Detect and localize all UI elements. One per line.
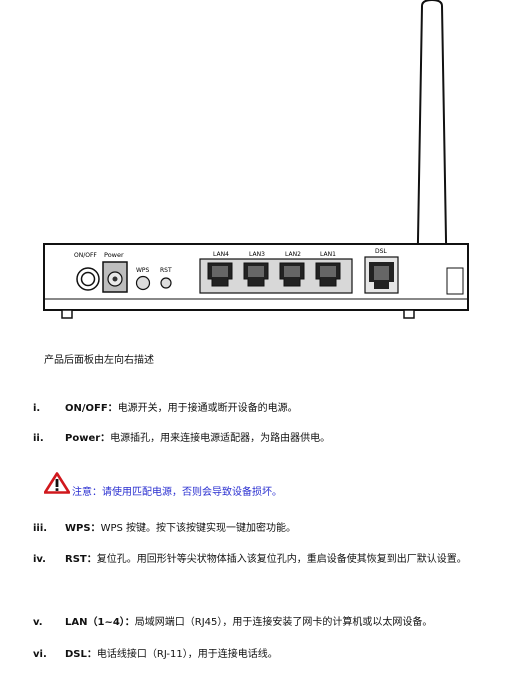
router-rear-panel-diagram: ON/OFF Power WPS RST LAN4 LAN3 LAN2 LAN1… (43, 0, 469, 319)
lan4-label: LAN4 (213, 251, 229, 258)
wps-button[interactable] (135, 275, 151, 291)
item-description: 局域网端口（RJ45），用于连接安装了网卡的计算机或以太网设备。 (134, 617, 433, 628)
rst-label: RST (160, 267, 172, 274)
wps-label: WPS (136, 267, 150, 274)
warning-text: 注意：请使用匹配电源，否则会导致设备损坏。 (72, 487, 282, 498)
on-off-label: ON/OFF (74, 252, 97, 259)
item-number: iii. (33, 523, 48, 534)
dsl-label: DSL (375, 248, 387, 255)
warning-triangle-icon (44, 472, 70, 494)
warning-note: 注意：请使用匹配电源，否则会导致设备损坏。 (44, 472, 464, 498)
power-jack[interactable] (102, 261, 128, 293)
lan3-label: LAN3 (249, 251, 265, 258)
item-term: LAN（1~4）： (65, 617, 135, 628)
power-label: Power (104, 251, 124, 259)
item-description: 电源插孔，用来连接电源适配器，为路由器供电。 (110, 433, 331, 444)
item-number: vi. (33, 649, 47, 660)
item-term: Power： (65, 433, 111, 444)
lan3-port[interactable] (243, 262, 269, 287)
item-number: iv. (33, 554, 46, 565)
item-description: 电源开关，用于接通或断开设备的电源。 (117, 403, 298, 414)
item-term: WPS： (65, 523, 101, 534)
item-term: DSL： (65, 649, 97, 660)
dsl-port[interactable] (364, 256, 399, 294)
item-term: ON/OFF： (65, 403, 118, 414)
lan1-port[interactable] (315, 262, 341, 287)
antenna (415, 0, 449, 299)
lan2-port[interactable] (279, 262, 305, 287)
item-number: ii. (33, 433, 44, 444)
item-description: 复位孔。用回形针等尖状物体插入该复位孔内，重启设备使其恢复到出厂默认设置。 (96, 554, 467, 565)
item-description: WPS 按键。按下该按键实现一键加密功能。 (100, 523, 297, 534)
panel-caption: 产品后面板由左向右描述 (44, 355, 154, 366)
item-term: RST： (65, 554, 97, 565)
item-number: v. (33, 617, 43, 628)
lan4-port[interactable] (207, 262, 233, 287)
item-number: i. (33, 403, 41, 414)
rst-hole[interactable] (160, 277, 172, 289)
on-off-switch[interactable] (76, 267, 100, 291)
lan1-label: LAN1 (320, 251, 336, 258)
item-description: 电话线接口（RJ-11），用于连接电话线。 (96, 649, 278, 660)
lan2-label: LAN2 (285, 251, 301, 258)
